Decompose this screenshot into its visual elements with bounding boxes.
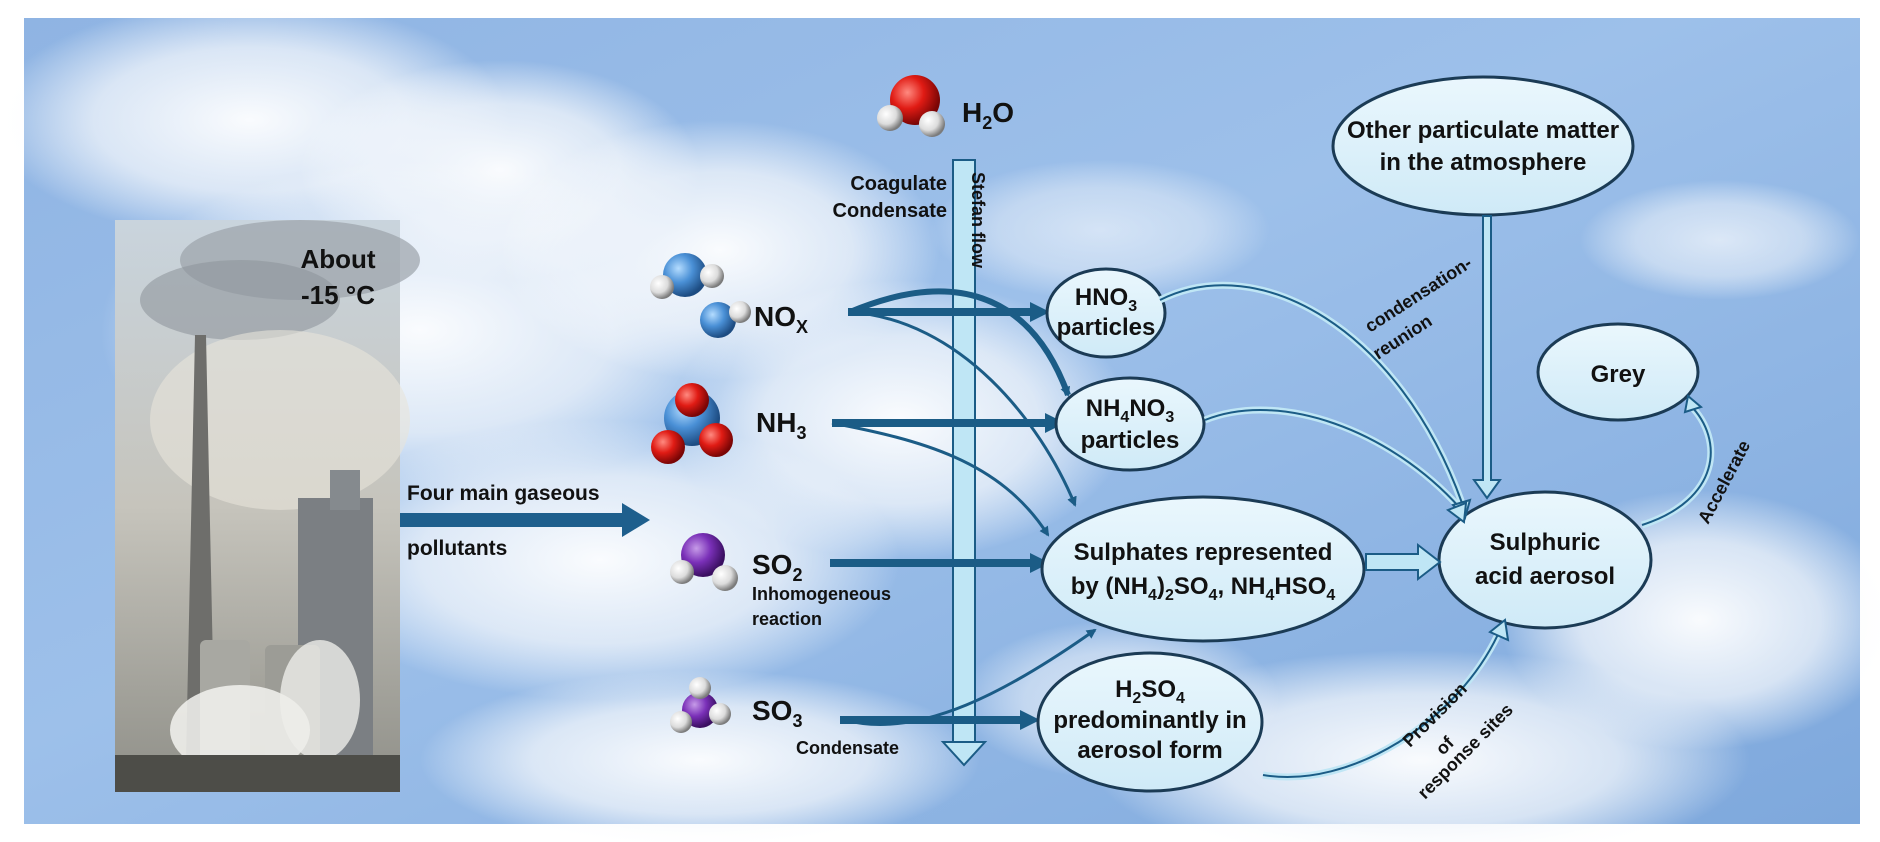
svg-text:by (NH4)2SO4, NH4HSO4: by (NH4)2SO4, NH4HSO4 (1071, 573, 1336, 604)
so2-formula: SO2 (752, 549, 802, 585)
so2-molecule-icon (670, 533, 738, 591)
inhomogeneous-label-1: Inhomogeneous (752, 584, 891, 604)
inhomogeneous-label-2: reaction (752, 609, 822, 629)
nox-molecule-icon (650, 253, 751, 338)
svg-text:in the atmosphere: in the atmosphere (1380, 149, 1587, 176)
hno3-particles-node: HNO3 particles (1045, 267, 1167, 359)
temperature-line-1: About (300, 244, 375, 274)
grey-node: Grey (1536, 322, 1700, 422)
light-curved-arrows (1158, 281, 1715, 781)
curved-arrows (831, 288, 1097, 726)
svg-text:aerosol form: aerosol form (1077, 737, 1222, 764)
pollutants-caption-line-2: pollutants (407, 537, 507, 560)
so3-molecule-icon (670, 677, 731, 733)
stefan-flow-label: Stefan flow (968, 172, 988, 269)
light-arrows (1365, 215, 1502, 582)
nh4no3-particles-node: NH4NO3 particles (1054, 376, 1206, 472)
source-arrows (830, 308, 1045, 724)
so3-formula: SO3 (752, 695, 802, 731)
condensate-so3-label: Condensate (796, 738, 899, 758)
svg-text:H2SO4: H2SO4 (1115, 676, 1185, 707)
h2o-molecule-icon (877, 75, 945, 137)
other-particulate-node: Other particulate matter in the atmosphe… (1331, 75, 1635, 217)
sulphuric-acid-aerosol-node: Sulphuric acid aerosol (1437, 490, 1653, 630)
svg-text:Grey: Grey (1591, 361, 1646, 388)
sulphates-node: Sulphates represented by (NH4)2SO4, NH4H… (1040, 495, 1366, 643)
svg-text:acid aerosol: acid aerosol (1475, 563, 1615, 590)
light-arrowheads (1445, 394, 1704, 642)
temperature-line-2: -15 °C (301, 280, 375, 310)
coagulate-label: Coagulate (850, 173, 947, 195)
svg-text:particles: particles (1057, 314, 1156, 341)
svg-text:Sulphates represented: Sulphates represented (1074, 539, 1333, 566)
pollutants-caption-line-1: Four main gaseous (407, 482, 600, 505)
pollutants-arrow (400, 503, 650, 537)
svg-text:Sulphuric: Sulphuric (1490, 529, 1601, 556)
h2so4-node: H2SO4 predominantly in aerosol form (1036, 651, 1264, 793)
svg-text:particles: particles (1081, 427, 1180, 454)
svg-text:predominantly in: predominantly in (1053, 707, 1246, 734)
factory-photo (115, 220, 420, 792)
condensate-water-label: Condensate (833, 200, 947, 222)
svg-text:HNO3: HNO3 (1075, 284, 1137, 315)
nh3-formula: NH3 (756, 407, 806, 443)
nh3-molecule-icon (651, 383, 733, 464)
nox-formula: NOX (754, 301, 808, 337)
stefan-flow-arrow (940, 159, 988, 767)
svg-text:Other particulate matter: Other particulate matter (1347, 117, 1619, 144)
source-arrowheads (1020, 302, 1065, 730)
h2o-formula: H2O (962, 97, 1014, 133)
svg-text:NH4NO3: NH4NO3 (1086, 395, 1175, 426)
